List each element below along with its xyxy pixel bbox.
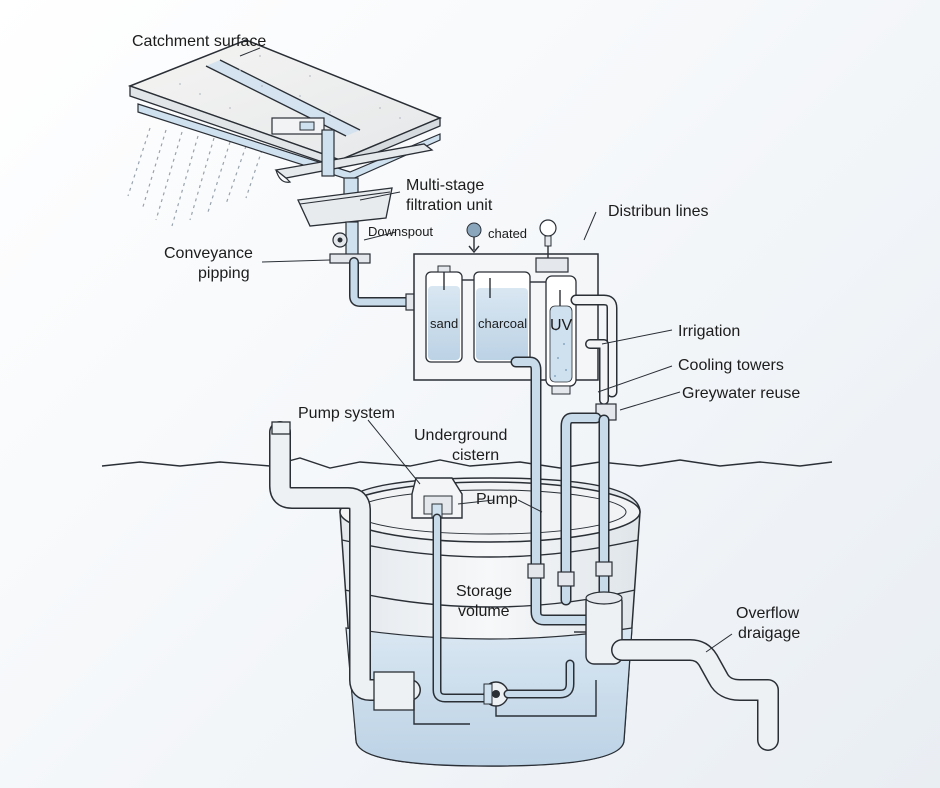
leader-lines — [239, 47, 733, 653]
label-multistage-line2: filtration unit — [406, 197, 493, 214]
ground-line — [101, 457, 833, 469]
label-multistage-line1: Multi-stage — [406, 177, 484, 194]
conveyance-pipe — [349, 257, 419, 311]
pump-unit — [411, 477, 463, 519]
label-distribution-lines: Distribun lines — [608, 203, 708, 220]
label-underground-line1: Underground — [414, 427, 507, 444]
riser-pipes — [510, 356, 613, 626]
label-conveyance-line2: pipping — [198, 265, 250, 282]
label-overflow-line2: draigage — [738, 625, 800, 642]
label-overflow-line1: Overflow — [736, 605, 800, 622]
label-storage-line1: Storage — [456, 583, 512, 600]
label-pump: Pump — [476, 491, 518, 508]
label-storage-line2: volume — [458, 603, 510, 620]
label-underground-line2: cistern — [452, 447, 499, 464]
filtration-unit — [413, 219, 599, 395]
label-catchment-surface: Catchment surface — [132, 33, 266, 50]
bottom-valve — [483, 659, 597, 717]
rain-streaks — [127, 127, 263, 227]
gutter — [274, 143, 434, 183]
label-downspout: Downspout — [368, 224, 433, 239]
catchment-surface — [127, 39, 442, 181]
inlet-pipe — [269, 421, 470, 725]
label-pump-system: Pump system — [298, 405, 395, 422]
downspout-assembly — [297, 129, 393, 264]
label-chated: chated — [488, 226, 527, 241]
label-conveyance-line1: Conveyance — [164, 245, 253, 262]
pump-discharge-pipe — [432, 513, 489, 703]
label-cooling-towers: Cooling towers — [678, 357, 784, 374]
overflow-manifold — [574, 591, 779, 751]
label-irrigation: Irrigation — [678, 323, 740, 340]
label-charcoal: charcoal — [478, 316, 527, 331]
label-sand: sand — [430, 316, 458, 331]
label-greywater-reuse: Greywater reuse — [682, 385, 800, 402]
text-labels: Catchment surface Multi-stage filtration… — [132, 33, 800, 642]
label-uv: UV — [550, 317, 573, 334]
